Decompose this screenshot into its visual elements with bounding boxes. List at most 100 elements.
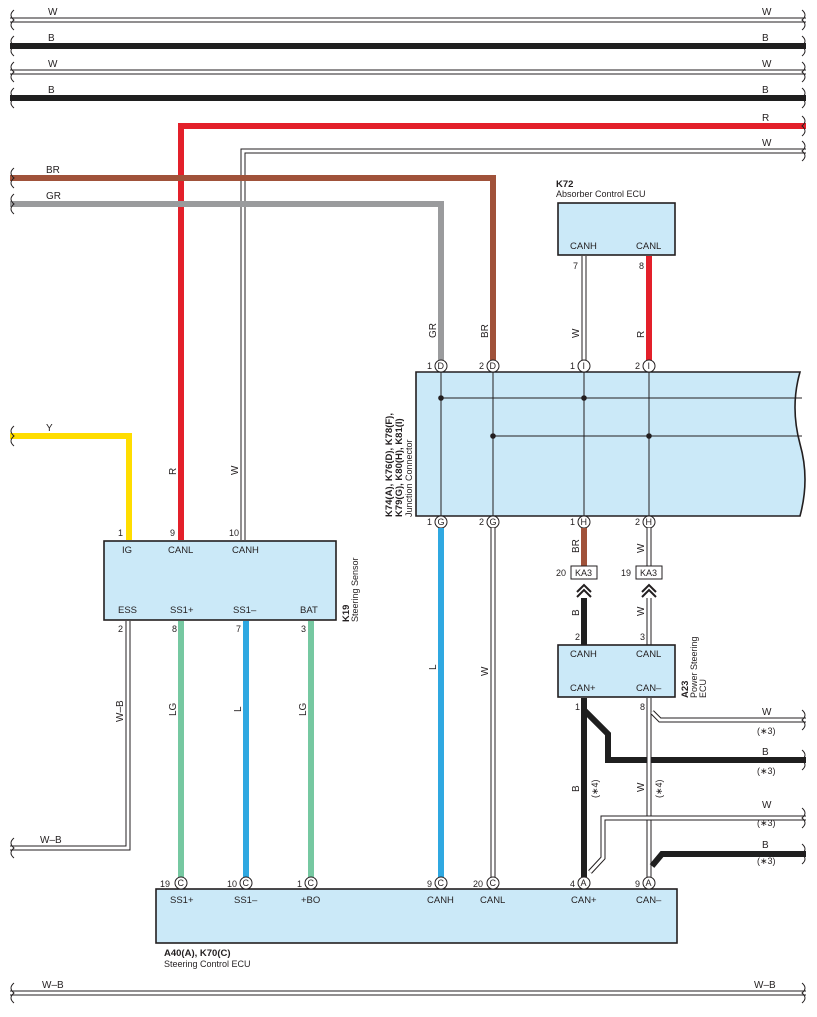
pin-number: 2: [479, 517, 484, 527]
wire-brown: BR BR: [10, 165, 496, 360]
k72-code: K72: [556, 179, 573, 190]
a40-canl-label: CANL: [480, 895, 505, 906]
k72-name: Absorber Control ECU: [556, 189, 646, 199]
wire-label-wb-vert: W–B: [115, 700, 126, 722]
k19-name: Steering Sensor: [350, 557, 360, 622]
junction-title: K74(A), K76(D), K78(F),: [384, 413, 395, 517]
a40-bo-label: +BO: [301, 895, 320, 906]
pin-letter: G: [490, 517, 497, 527]
power-steering-ecu: 2 3 CANH CANL CAN+ CAN– 1 8 A23 Power St…: [557, 632, 708, 712]
a40-ss1minus-label: SS1–: [234, 895, 258, 906]
junction-title-2: K79(G), K80(H), K81(I): [394, 418, 405, 517]
wire-label-right: W: [762, 7, 772, 18]
wire-label-k72-w: W: [571, 328, 582, 338]
wire-label-right: W: [762, 59, 772, 70]
pin-letter: C: [243, 878, 250, 888]
wire-label-r-vert: R: [168, 468, 179, 475]
k19-canl-label: CANL: [168, 545, 193, 556]
wire-label-right: B: [762, 85, 769, 96]
pin-number: 4: [570, 879, 575, 889]
wire-yellow: Y: [10, 423, 132, 540]
ka3-right-num: 19: [621, 568, 631, 578]
wire-gray: GR GR: [10, 191, 444, 360]
ka3-left-label: KA3: [575, 568, 592, 578]
wire-label-w-vert: W: [230, 465, 241, 475]
wire-label-right: B: [762, 33, 769, 44]
absorber-control-ecu: K72 Absorber Control ECU CANH CANL 7 8: [556, 179, 676, 271]
wire-label-lg2: LG: [298, 702, 309, 716]
wire-label-w-ka3: W: [636, 543, 647, 553]
note-3: (∗3): [757, 856, 776, 866]
pin-number: 1: [118, 528, 123, 538]
wire-label-left: B: [48, 85, 55, 96]
k19-canh-label: CANH: [232, 545, 259, 556]
pin-letter: C: [178, 878, 185, 888]
pin-letter: I: [648, 361, 651, 371]
k19-bat-label: BAT: [300, 605, 318, 616]
pin-number: 9: [427, 879, 432, 889]
wire-label-k72-r: R: [636, 331, 647, 338]
k19-ig-label: IG: [122, 545, 132, 556]
a40-canh-label: CANH: [427, 895, 454, 906]
a23-canplus-label: CAN+: [570, 683, 596, 694]
steering-sensor: 1 9 10 IG CANL CANH ESS SS1+ SS1– BAT 2 …: [103, 528, 360, 634]
note-4-b: (∗4): [654, 779, 664, 798]
wire-label-y: Y: [46, 423, 53, 434]
wire-label: B: [762, 747, 769, 758]
k72-canh-label: CANH: [570, 241, 597, 252]
wire-label-wb: W–B: [40, 835, 62, 846]
pin-number: 3: [640, 632, 645, 642]
note-3: (∗3): [757, 818, 776, 828]
k19-code: K19: [341, 605, 352, 622]
bottom-wb-wire: W–B W–B: [10, 980, 806, 1004]
pin-number: 9: [170, 528, 175, 538]
wire-label-lg: LG: [168, 702, 179, 716]
pin-letter: D: [490, 361, 497, 371]
pin-number: 2: [575, 632, 580, 642]
wire-label-left: W: [48, 59, 58, 70]
pin-number: 2: [479, 361, 484, 371]
wire-label-w: W: [762, 138, 772, 149]
k19-ss1plus-label: SS1+: [170, 605, 194, 616]
ka3-right-label: KA3: [640, 568, 657, 578]
pin-number: 2: [635, 517, 640, 527]
wire-label-left: W: [48, 7, 58, 18]
junction-connector: K74(A), K76(D), K78(F), K79(G), K80(H), …: [384, 371, 806, 517]
ka3-left-num: 20: [556, 568, 566, 578]
pin-number: 1: [570, 361, 575, 371]
pin-letter: H: [646, 517, 653, 527]
a40-ss1plus-label: SS1+: [170, 895, 194, 906]
a23-canl-label: CANL: [636, 649, 661, 660]
a23-name: Power Steering: [689, 636, 699, 698]
wire-red-canl: R R: [168, 113, 806, 540]
a23-canh-label: CANH: [570, 649, 597, 660]
pin-number: 19: [160, 879, 170, 889]
a23-code: A23: [680, 681, 691, 698]
a40-code: A40(A), K70(C): [164, 948, 231, 959]
a23-canminus-label: CAN–: [636, 683, 662, 694]
pin-number: 8: [172, 624, 177, 634]
wire-label-w-a23: W: [636, 606, 647, 616]
note-3: (∗3): [757, 726, 776, 736]
pin-number: 8: [640, 702, 645, 712]
k72-pin-canl: 8: [639, 261, 644, 271]
wire-label-br-ka3: BR: [571, 539, 582, 553]
wire-label-b-a23: B: [571, 609, 582, 616]
wire-label-w-canminus: W: [636, 782, 647, 792]
pin-letter: C: [308, 878, 315, 888]
pin-letter: G: [438, 517, 445, 527]
pin-number: 7: [236, 624, 241, 634]
wire-label: W: [762, 800, 772, 811]
wire-label-br-vert: BR: [480, 324, 491, 338]
pin-number: 10: [229, 528, 239, 538]
wire-label-l2: L: [233, 706, 244, 712]
a40-canminus-label: CAN–: [636, 895, 662, 906]
k72-canl-label: CANL: [636, 241, 661, 252]
wire-label-r: R: [762, 113, 769, 124]
wire-white-canh: W W: [230, 138, 806, 540]
k72-pin-canh: 7: [573, 261, 578, 271]
wire-label-b-canplus: B: [571, 785, 582, 792]
pin-number: 10: [227, 879, 237, 889]
ka3-connector: 20 KA3 19 KA3: [556, 565, 663, 598]
